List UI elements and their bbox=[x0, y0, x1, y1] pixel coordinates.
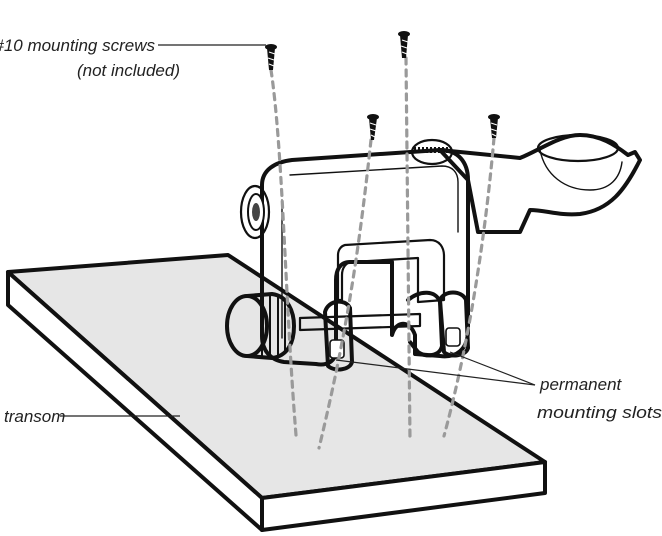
leader-lines bbox=[60, 44, 536, 417]
screws-label-line1: #10 mounting screws bbox=[0, 36, 155, 55]
slots-label-line2: mounting slots bbox=[537, 403, 662, 422]
mounting-bracket bbox=[225, 133, 642, 372]
screws-label-line2: (not included) bbox=[77, 61, 180, 80]
screw-2 bbox=[398, 31, 410, 58]
slots-label-line1: permanent bbox=[539, 375, 623, 394]
screw-3 bbox=[367, 114, 379, 140]
transom-label: transom bbox=[4, 407, 65, 426]
screw-guide-lines bbox=[269, 56, 496, 450]
screw-1 bbox=[265, 44, 277, 70]
mounting-screws bbox=[265, 31, 500, 140]
screw-4 bbox=[488, 114, 500, 138]
